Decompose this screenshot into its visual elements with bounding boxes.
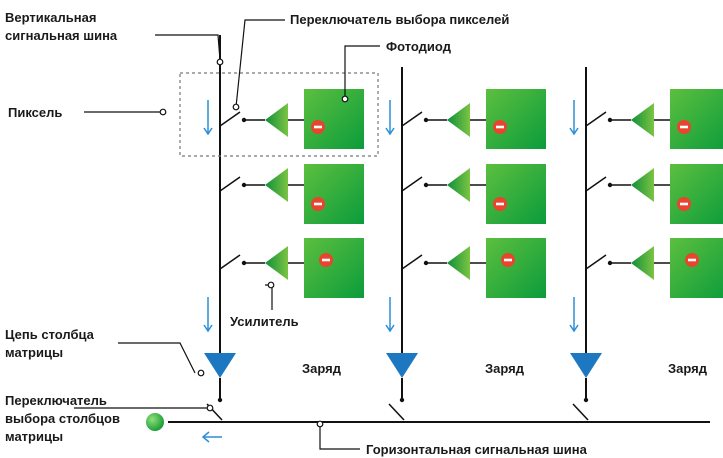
amplifier-triangle xyxy=(265,246,288,280)
leader-lines xyxy=(74,19,380,450)
label-charge-3: Заряд xyxy=(668,361,708,376)
amplifier-triangle xyxy=(265,103,288,137)
column-amplifier xyxy=(570,353,602,378)
minus-icon xyxy=(314,202,322,206)
down-arrow-head xyxy=(385,324,395,333)
photodiode xyxy=(304,238,364,298)
amplifier-triangle xyxy=(631,246,654,280)
minus-icon xyxy=(680,125,688,129)
pixel-switch xyxy=(401,176,423,192)
minus-icon xyxy=(504,258,512,262)
column-amplifier xyxy=(386,353,418,378)
pixel-switch xyxy=(585,111,607,127)
label-charge-1: Заряд xyxy=(302,361,342,376)
photodiode xyxy=(670,89,723,149)
minus-icon xyxy=(314,125,322,129)
amplifier-triangle xyxy=(447,168,470,202)
left-arrow-icon xyxy=(201,431,222,443)
down-arrow-head xyxy=(569,324,579,333)
pixel-switch xyxy=(401,254,423,270)
leader-endpoints xyxy=(159,58,349,428)
photodiode xyxy=(670,238,723,298)
pixel-switch xyxy=(585,176,607,192)
pixel-switch xyxy=(219,111,241,127)
minus-icon xyxy=(688,258,696,262)
column-select-switch xyxy=(572,403,589,421)
label-pixel: Пиксель xyxy=(8,105,62,120)
column-contact xyxy=(217,397,223,403)
column-select-switch xyxy=(388,403,405,421)
pixel-switch xyxy=(219,176,241,192)
pixel-outline xyxy=(179,72,379,157)
amplifier-triangle xyxy=(631,103,654,137)
label-amplifier: Усилитель xyxy=(230,314,299,329)
amplifier-triangle xyxy=(265,168,288,202)
output-dot xyxy=(146,413,164,431)
pixel-switch xyxy=(401,111,423,127)
label-vertical-bus: Вертикальная сигнальная шина xyxy=(5,10,118,43)
minus-icon xyxy=(496,202,504,206)
label-pixel-select-switch: Переключатель выбора пикселей xyxy=(290,12,509,27)
photodiode xyxy=(486,238,546,298)
column-contact xyxy=(399,397,405,403)
photodiode xyxy=(304,164,364,224)
minus-icon xyxy=(496,125,504,129)
down-arrow-head xyxy=(203,324,213,333)
photodiode xyxy=(486,89,546,149)
down-arrow-head xyxy=(385,127,395,136)
photodiode xyxy=(670,164,723,224)
label-charge-2: Заряд xyxy=(485,361,525,376)
amplifier-triangle xyxy=(447,246,470,280)
label-column-circuit: Цепь столбца матрицы xyxy=(5,327,98,360)
label-horizontal-bus: Горизонтальная сигнальная шина xyxy=(366,442,588,457)
pixel-switch xyxy=(585,254,607,270)
amplifier-triangle xyxy=(447,103,470,137)
photodiode xyxy=(304,89,364,149)
minus-icon xyxy=(322,258,330,262)
photodiode xyxy=(486,164,546,224)
label-photodiode: Фотодиод xyxy=(386,39,452,54)
down-arrow-head xyxy=(203,127,213,136)
column-amplifier xyxy=(204,353,236,378)
label-column-select-switch: Переключатель выбора столбцов матрицы xyxy=(5,393,124,444)
pixel-matrix xyxy=(203,35,723,421)
amplifier-triangle xyxy=(631,168,654,202)
down-arrow-head xyxy=(569,127,579,136)
pixel-switch xyxy=(219,254,241,270)
column-contact xyxy=(583,397,589,403)
minus-icon xyxy=(680,202,688,206)
